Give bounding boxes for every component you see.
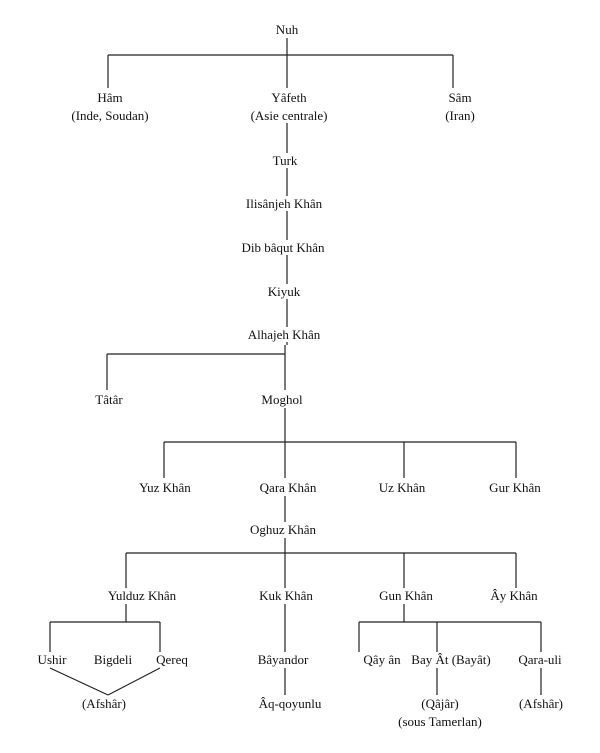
node-ilisanjeh: Ilisânjeh Khân [243,196,325,211]
node-turk: Turk [270,153,300,168]
node-alhajeh: Alhajeh Khân [245,327,323,342]
node-yuz: Yuz Khân [137,480,193,495]
node-afshar-right: (Afshâr) [516,696,566,711]
node-qajar: (Qâjâr) [419,696,461,711]
node-afshar-left: (Afshâr) [79,696,129,711]
node-qereq: Qereq [154,652,190,667]
node-qara-uli: Qara-uli [516,652,564,667]
node-moghol: Moghol [259,392,305,407]
node-ushir: Ushir [35,652,69,667]
node-sam: Sâm [446,90,474,105]
node-gun: Gun Khân [377,588,435,603]
node-ham: Hâm [95,90,125,105]
node-tatar: Tâtâr [93,392,125,407]
node-gur: Gur Khân [487,480,543,495]
node-kiyuk: Kiyuk [265,284,303,299]
node-uz: Uz Khân [376,480,428,495]
node-ham-region: (Inde, Soudan) [69,108,151,123]
connector [107,667,161,696]
node-sam-region: (Iran) [443,108,477,123]
node-aq-qoyunlu: Âq-qoyunlu [256,696,324,711]
node-qajar-note: (sous Tamerlan) [396,714,484,729]
node-bayandor: Bâyandor [255,652,311,667]
node-nuh: Nuh [273,22,301,37]
node-bay-at: Bay Ât (Bayât) [409,652,493,667]
node-dib-baqut: Dib bâqut Khân [239,240,327,255]
node-yafeth-region: (Asie centrale) [248,108,330,123]
connector [49,667,109,696]
node-qay-an: Qây ân [361,652,403,667]
node-ay: Ây Khân [488,588,540,603]
node-yafeth: Yâfeth [269,90,309,105]
node-oghuz: Oghuz Khân [247,522,319,537]
node-yulduz: Yulduz Khân [105,588,179,603]
node-bigdeli: Bigdeli [91,652,135,667]
node-kuk: Kuk Khân [257,588,315,603]
node-qara: Qara Khân [257,480,319,495]
